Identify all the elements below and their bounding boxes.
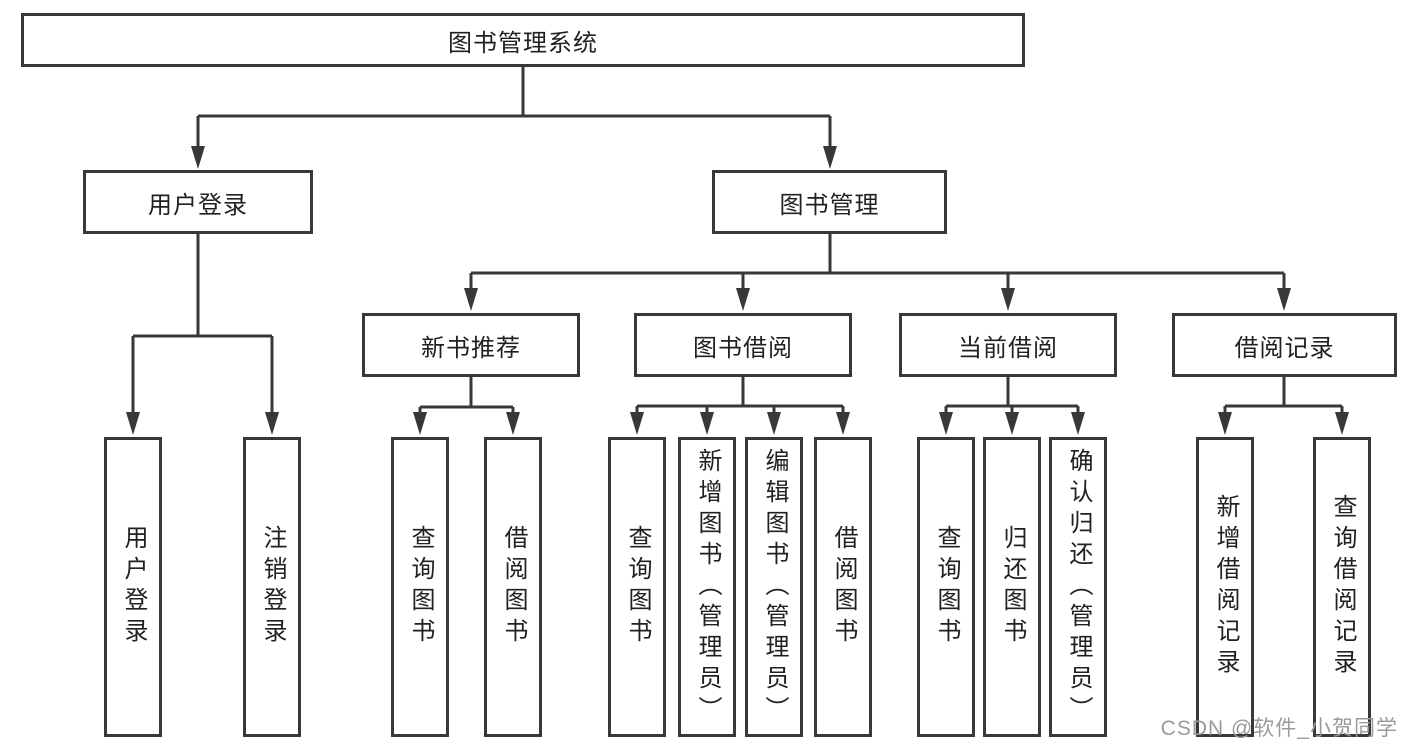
arrowhead bbox=[1071, 412, 1085, 435]
node-current-borrow: 当前借阅 bbox=[899, 313, 1117, 377]
node-borrow-records: 借阅记录 bbox=[1172, 313, 1397, 377]
arrowhead bbox=[265, 412, 279, 435]
edge-borrow-to-leaves bbox=[635, 377, 845, 416]
node-label: 注销登录 bbox=[259, 525, 286, 649]
node-label: 查询图书 bbox=[933, 525, 960, 649]
edge-current-to-leaves bbox=[944, 377, 1080, 416]
leaf-user-login: 用户登录 bbox=[104, 437, 162, 737]
edge-recommend-to-leaves bbox=[418, 377, 515, 416]
arrowhead bbox=[413, 412, 427, 435]
node-label: 归还图书 bbox=[999, 525, 1026, 649]
arrowhead bbox=[1218, 412, 1232, 435]
arrowhead bbox=[1277, 288, 1291, 311]
node-label: 借阅图书 bbox=[830, 525, 857, 649]
node-book-borrow: 图书借阅 bbox=[634, 313, 852, 377]
arrowhead bbox=[939, 412, 953, 435]
arrowhead bbox=[464, 288, 478, 311]
arrowhead bbox=[191, 146, 205, 169]
node-label: 查询图书 bbox=[407, 525, 434, 649]
arrowhead bbox=[836, 412, 850, 435]
leaf-borrow-books-recommend: 借阅图书 bbox=[484, 437, 542, 737]
node-label: 编辑图书（管理员） bbox=[761, 447, 788, 727]
arrowhead bbox=[823, 146, 837, 169]
node-label: 图书借阅 bbox=[693, 334, 793, 362]
node-label: 新增借阅记录 bbox=[1212, 494, 1239, 680]
arrowhead bbox=[126, 412, 140, 435]
arrowhead bbox=[1335, 412, 1349, 435]
arrowhead bbox=[767, 412, 781, 435]
leaf-add-borrow-record: 新增借阅记录 bbox=[1196, 437, 1254, 737]
node-label: 新书推荐 bbox=[421, 334, 521, 362]
leaf-logout: 注销登录 bbox=[243, 437, 301, 737]
node-label: 当前借阅 bbox=[958, 334, 1058, 362]
arrowhead bbox=[700, 412, 714, 435]
edge-userlogin-to-leaves bbox=[131, 234, 274, 416]
edge-root-to-level2 bbox=[196, 67, 832, 150]
arrowhead bbox=[1005, 412, 1019, 435]
node-new-book-recommend: 新书推荐 bbox=[362, 313, 580, 377]
node-book-management: 图书管理 bbox=[712, 170, 947, 234]
node-label: 查询借阅记录 bbox=[1329, 494, 1356, 680]
node-label: 用户登录 bbox=[120, 525, 147, 649]
leaf-query-borrow-record: 查询借阅记录 bbox=[1313, 437, 1371, 737]
leaf-query-books-current: 查询图书 bbox=[917, 437, 975, 737]
node-label: 用户登录 bbox=[148, 191, 248, 219]
leaf-borrow-books-borrow: 借阅图书 bbox=[814, 437, 872, 737]
watermark: CSDN @软件_小贺同学 bbox=[1160, 717, 1398, 740]
node-root: 图书管理系统 bbox=[21, 13, 1025, 67]
node-label: 图书管理 bbox=[779, 191, 880, 219]
leaf-return-books: 归还图书 bbox=[983, 437, 1041, 737]
edge-records-to-leaves bbox=[1223, 377, 1344, 416]
node-label: 图书管理系统 bbox=[448, 29, 598, 57]
node-label: 查询图书 bbox=[624, 525, 651, 649]
arrowhead bbox=[630, 412, 644, 435]
leaf-confirm-return-admin: 确认归还（管理员） bbox=[1049, 437, 1107, 737]
leaf-query-books-recommend: 查询图书 bbox=[391, 437, 449, 737]
arrowhead bbox=[736, 288, 750, 311]
leaf-add-books-admin: 新增图书（管理员） bbox=[678, 437, 736, 737]
leaf-query-books-borrow: 查询图书 bbox=[608, 437, 666, 737]
arrowhead bbox=[1001, 288, 1015, 311]
node-label: 借阅记录 bbox=[1234, 334, 1335, 362]
node-label: 借阅图书 bbox=[500, 525, 527, 649]
node-user-login: 用户登录 bbox=[83, 170, 313, 234]
node-label: 新增图书（管理员） bbox=[694, 447, 721, 727]
edge-bookmgmt-to-level3 bbox=[469, 234, 1286, 292]
leaf-edit-books-admin: 编辑图书（管理员） bbox=[745, 437, 803, 737]
arrowhead bbox=[506, 412, 520, 435]
node-label: 确认归还（管理员） bbox=[1065, 447, 1092, 727]
